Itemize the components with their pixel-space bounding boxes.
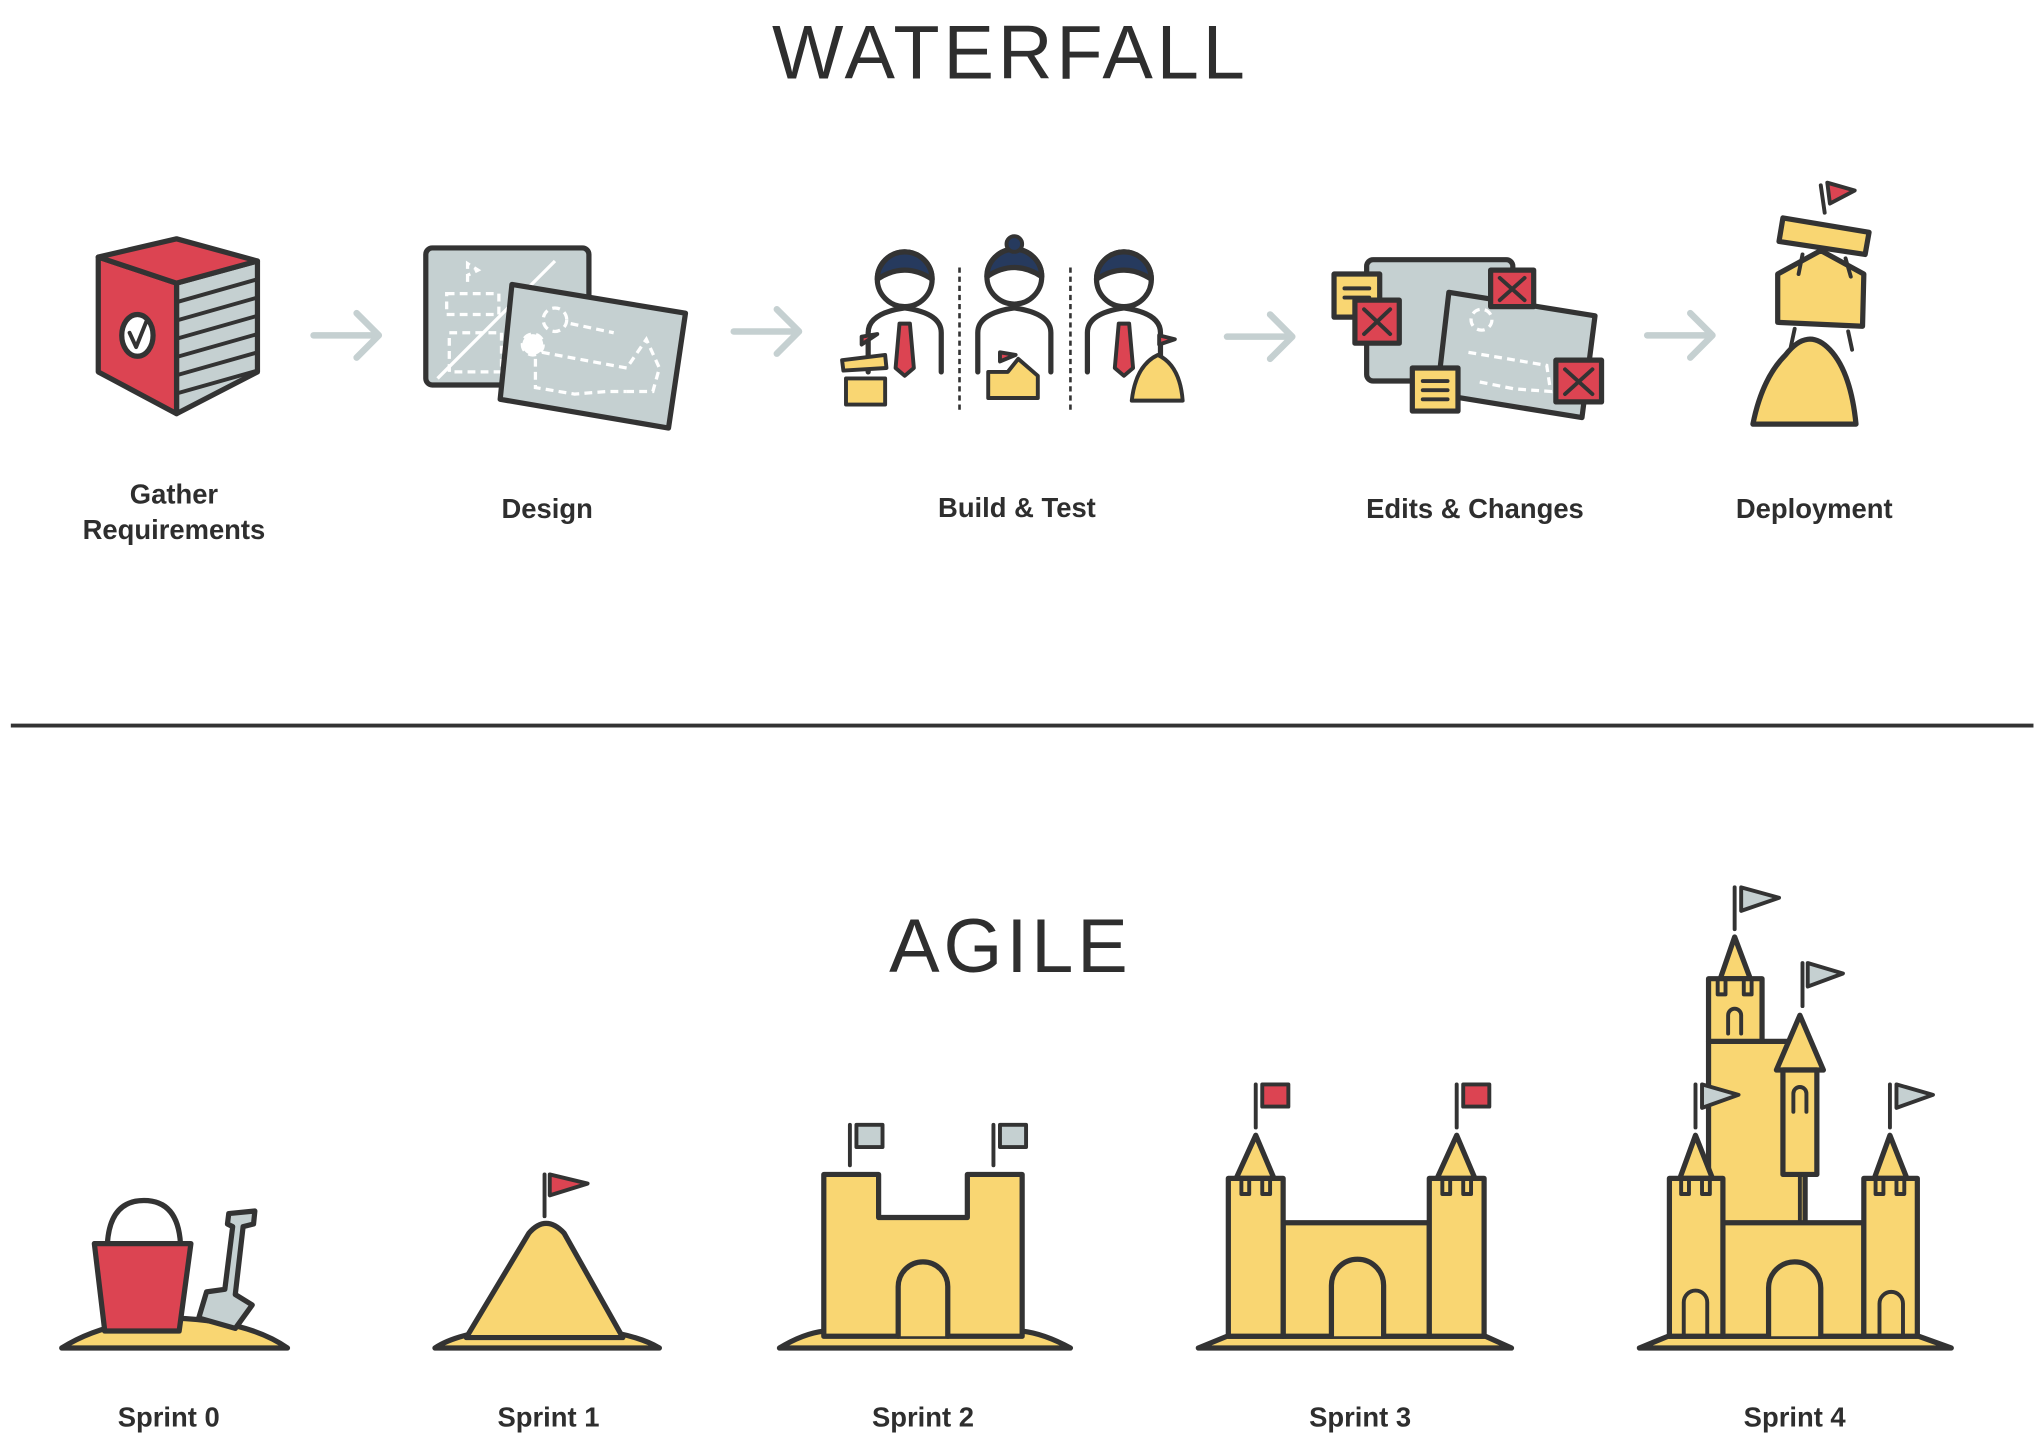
tower-left <box>1225 1082 1291 1339</box>
flag-pole <box>1818 183 1827 215</box>
flag-icon <box>998 1122 1029 1149</box>
bucket-icon <box>91 1240 194 1334</box>
arrow-head <box>1266 311 1296 363</box>
tower-right <box>1861 1082 1935 1339</box>
blueprint-plan <box>1468 307 1553 394</box>
bucket-handle <box>104 1197 184 1247</box>
sprint-label-1: Sprint 1 <box>497 1401 599 1432</box>
edited-blueprint-icon <box>1331 257 1605 421</box>
sand-pile-icon <box>432 1172 662 1351</box>
blueprint-plan <box>520 306 662 396</box>
falling-line <box>1796 252 1805 276</box>
sand-block-top <box>1776 215 1872 258</box>
falling-line <box>1846 329 1855 352</box>
book-pages <box>177 277 260 395</box>
arrow-head <box>353 309 383 361</box>
step-label-edits-changes: Edits & Changes <box>1366 493 1584 524</box>
falling-line <box>1788 326 1797 350</box>
blueprint-front <box>497 281 689 431</box>
sand-block <box>1775 247 1867 329</box>
blueprint-icon <box>423 245 689 431</box>
stacked-sandcastle-icon <box>1750 180 1872 427</box>
flag-icon <box>547 1172 590 1198</box>
sprint-label-4: Sprint 4 <box>1744 1401 1847 1432</box>
sprint-label-0: Sprint 0 <box>118 1401 220 1432</box>
simple-castle-icon <box>776 1122 1074 1351</box>
sand-pile <box>1750 336 1859 427</box>
waterfall-title: WATERFALL <box>772 10 1249 95</box>
blueprint-sketch <box>436 259 557 380</box>
castle-door <box>1328 1256 1387 1339</box>
book-top <box>95 236 261 286</box>
castle-with-towers-icon <box>1195 1082 1515 1351</box>
agile-title: AGILE <box>889 904 1131 989</box>
tower-right <box>1426 1082 1492 1339</box>
arrow-head <box>773 306 803 357</box>
step-label-requirements: Requirements <box>83 514 266 545</box>
builder-person-1 <box>840 249 944 407</box>
keep-tower <box>1705 885 1781 1044</box>
requirements-book-icon <box>95 236 261 417</box>
shovel-icon <box>196 1208 258 1332</box>
sprint-label-3: Sprint 3 <box>1309 1401 1411 1432</box>
step-label-deployment: Deployment <box>1736 493 1893 524</box>
sprint-label-2: Sprint 2 <box>872 1401 974 1432</box>
flag-icon <box>854 1122 885 1149</box>
castle-door <box>895 1259 951 1339</box>
builder-person-3 <box>1084 249 1185 403</box>
team-builders-icon <box>840 234 1185 412</box>
tower-left <box>1666 1082 1741 1339</box>
falling-line <box>1843 256 1853 279</box>
step-label-gather: Gather <box>130 479 219 510</box>
full-castle-icon <box>1636 885 1954 1351</box>
checkmark-icon <box>127 319 149 350</box>
step-label-design: Design <box>501 493 592 524</box>
bucket-and-shovel-icon <box>59 1197 291 1351</box>
castle-door <box>1765 1259 1824 1339</box>
sand-pile <box>463 1220 626 1341</box>
castle-wall <box>821 1171 1025 1339</box>
arrow-head <box>1687 309 1716 361</box>
builder-person-2 <box>975 234 1054 400</box>
step-label-build-test: Build & Test <box>938 492 1096 523</box>
side-spire <box>1773 961 1845 1226</box>
reject-x-icon <box>1352 267 1605 405</box>
flag-icon <box>1825 180 1857 206</box>
